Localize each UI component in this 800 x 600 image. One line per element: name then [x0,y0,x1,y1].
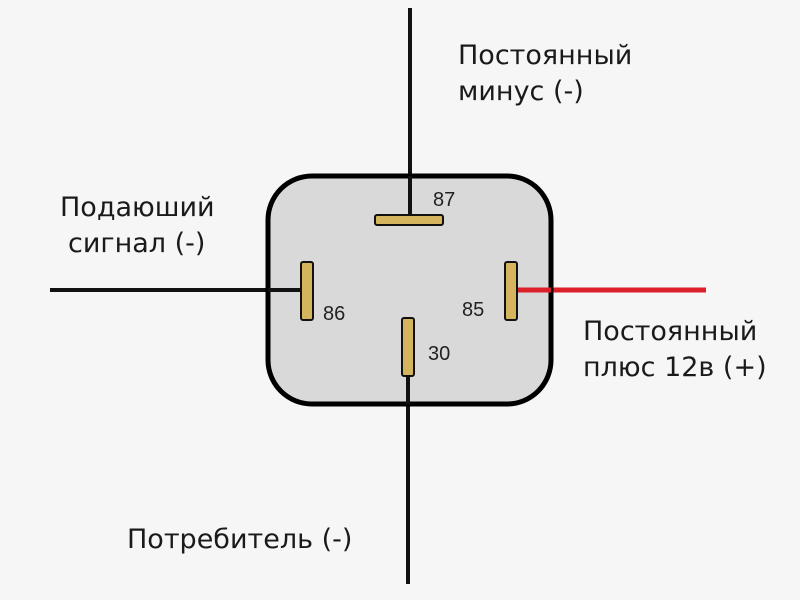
label-constant-minus-line1: Постоянный [458,40,633,71]
label-input-signal-line1: Подаюший [60,192,215,223]
pin-30 [401,317,415,377]
pin-30-label: 30 [428,343,450,365]
label-consumer-text: Потребитель (-) [127,524,353,555]
label-constant-minus: Постоянный минус (-) [458,38,632,110]
label-constant-plus: Постоянный плюс 12в (+) [583,314,767,386]
pin-87-label: 87 [433,189,455,211]
pin-85 [504,261,518,321]
label-input-signal: Подаюший сигнал (-) [60,190,215,262]
label-input-signal-line2: сигнал (-) [68,228,206,259]
label-constant-plus-line2: плюс 12в (+) [583,352,767,383]
pin-85-label: 85 [462,299,484,321]
pin-87 [374,214,444,226]
label-constant-minus-line2: минус (-) [458,76,584,107]
label-constant-plus-line1: Постоянный [583,316,758,347]
label-consumer: Потребитель (-) [127,522,352,558]
pin-86-label: 86 [323,303,345,325]
pin-86 [300,261,314,321]
